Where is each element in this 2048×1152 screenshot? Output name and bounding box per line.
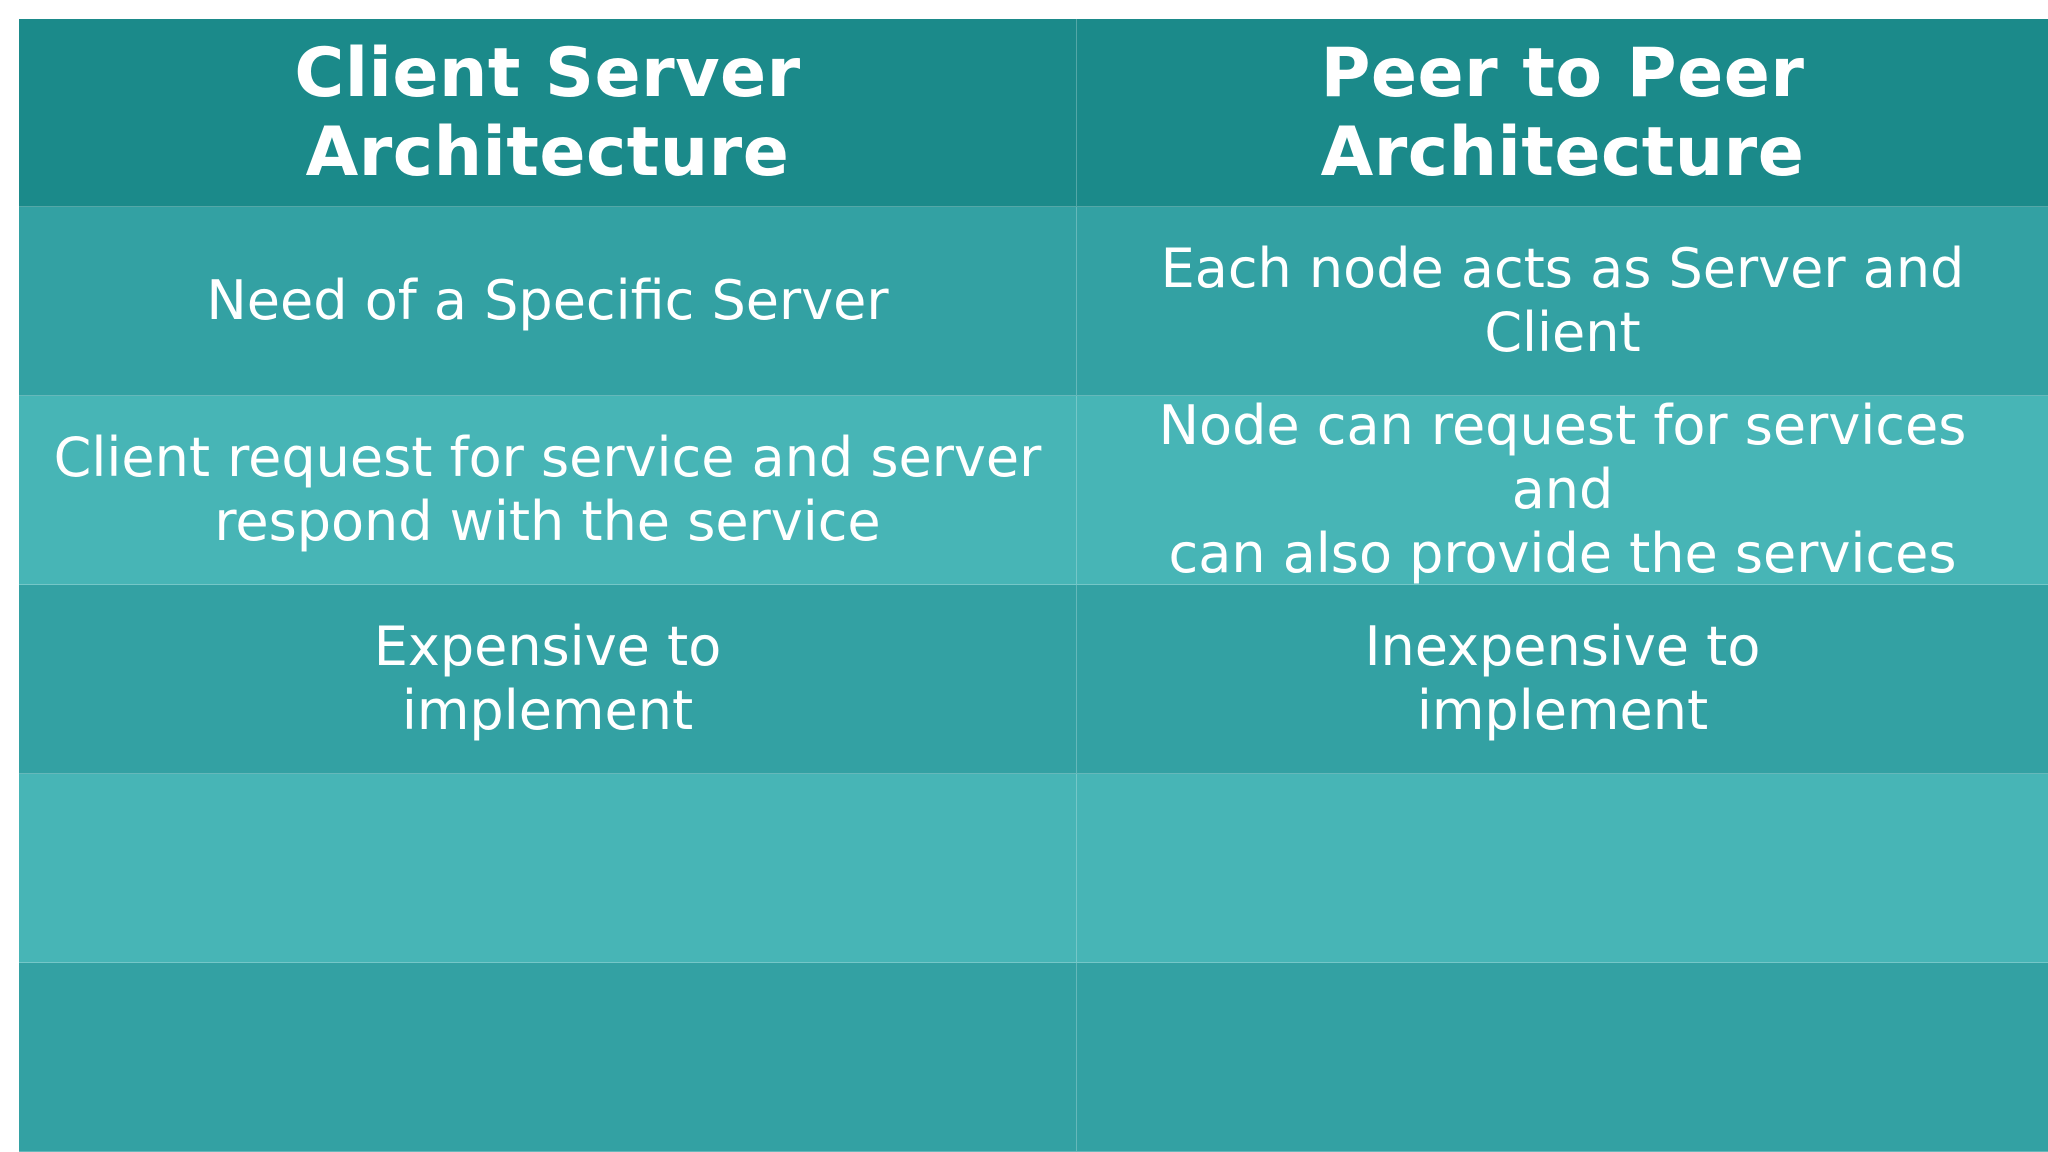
table-cell: Each node acts as Server and Client — [1077, 207, 2048, 396]
table-cell: Inexpensive to implement — [1077, 585, 2048, 774]
table-cell: Node can request for services and can al… — [1077, 394, 2048, 585]
table-cell-empty — [1077, 774, 2048, 963]
table-cell-empty — [19, 774, 1077, 963]
table-cell: Expensive to implement — [19, 585, 1077, 774]
table-cell-empty — [1077, 963, 2048, 1152]
header-client-server: Client Server Architecture — [19, 19, 1077, 207]
header-peer-to-peer: Peer to Peer Architecture — [1077, 19, 2048, 207]
table-cell: Need of a Specific Server — [19, 207, 1077, 396]
table-cell: Client request for service and server re… — [19, 396, 1077, 585]
table-cell-empty — [19, 963, 1077, 1152]
comparison-table: Client Server Architecture Peer to Peer … — [19, 19, 2048, 1152]
